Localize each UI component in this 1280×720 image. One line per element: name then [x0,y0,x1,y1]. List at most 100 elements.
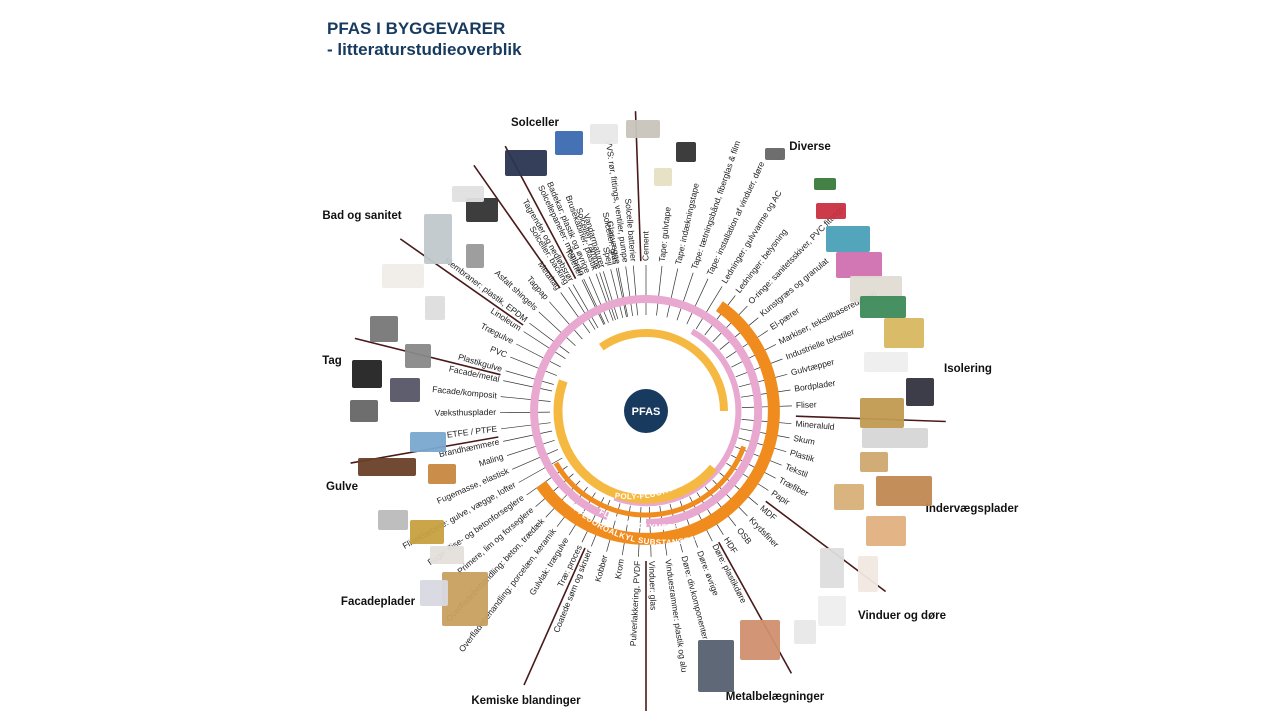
item-spoke [738,437,787,453]
item-label: Mineraluld [795,418,835,431]
material-thumbnail [698,640,734,692]
item-label: Spejl [601,246,615,267]
material-thumbnail [505,150,547,176]
item-spoke [506,439,555,456]
item-spoke [560,292,591,334]
material-thumbnail [814,178,836,190]
item-spoke [568,287,596,330]
item-spoke [666,268,679,318]
material-thumbnail [405,344,431,368]
material-thumbnail [862,428,928,448]
item-spoke [656,265,663,316]
material-thumbnail [860,398,904,428]
item-label: Væksthusplader [435,407,497,418]
category-label: Vinduer og døre [858,610,946,622]
item-label: Bordplader [794,378,837,394]
item-label: Krom [613,558,626,580]
material-thumbnail [424,214,452,264]
item-spoke [625,266,633,316]
category-label: Indervægsplader [926,503,1019,515]
ring-gold-arc [553,379,717,504]
item-spoke [505,370,554,385]
orange-ring [536,301,780,545]
material-thumbnail [466,244,484,268]
item-label: OSB [735,526,754,547]
category-label: Bad og sanitet [322,210,401,222]
item-spoke [735,358,783,378]
material-thumbnail [452,186,484,202]
item-spoke [695,286,723,330]
item-label: Pulverlakkering, PVDF [628,560,642,646]
item-spoke [719,317,759,350]
center-label: PFAS [632,406,661,418]
material-thumbnail [352,360,382,388]
ring-orange-arc [536,301,780,545]
item-label: Gulvtæpper [790,356,836,377]
material-thumbnail [466,198,498,222]
category-label: Solceller [511,117,559,129]
material-thumbnail [410,432,446,452]
item-spoke [529,322,570,354]
item-spoke [610,269,624,318]
category-label: Facadeplader [341,596,416,608]
material-thumbnail [858,556,878,592]
category-divider [399,238,524,326]
item-label: Maling [478,451,505,468]
item-label: Facade/komposit [432,384,498,400]
material-thumbnail [765,148,785,160]
category-divider [523,547,586,686]
item-spoke [602,271,619,320]
gold-ring [553,329,728,504]
item-spoke [510,356,557,376]
item-label: Vinduer: glas [647,561,659,611]
category-label: Tag [322,355,342,367]
item-spoke [615,268,627,318]
item-label: Skum [793,433,816,447]
material-thumbnail [425,296,445,320]
center-circle [624,389,668,433]
material-thumbnail [816,203,846,219]
item-label: Cement [640,231,650,261]
item-label: Plastik [789,447,817,464]
title-block: PFAS I BYGGEVARER - litteraturstudieover… [327,18,522,60]
material-thumbnail [676,142,696,162]
item-spoke [599,272,616,321]
item-label: Tekstil [784,461,810,479]
item-spoke [741,419,792,425]
material-thumbnails [350,120,934,692]
item-spoke [499,411,551,414]
category-labels: SolcellerDiverseIsoleringIndervægsplader… [322,117,1019,707]
item-spoke [686,278,709,325]
material-thumbnail [818,596,846,626]
item-spoke [740,389,791,398]
item-spoke [704,295,736,336]
item-spoke [516,343,561,368]
material-thumbnail [860,296,906,318]
material-thumbnail [442,572,488,626]
item-spoke [632,265,638,316]
category-label: Gulve [326,481,358,493]
material-thumbnail [884,318,924,348]
item-spoke [595,273,614,321]
item-spoke [676,272,694,321]
item-spoke [581,279,605,325]
material-thumbnail [420,580,448,606]
item-spoke [583,278,606,325]
material-thumbnail [626,120,660,138]
category-label: Metalbelægninger [726,691,825,703]
item-spoke [617,267,629,317]
material-thumbnail [555,131,583,155]
item-label: Tape: gulvtape [657,206,673,262]
item-spoke [741,405,792,408]
ring-pink-outer [530,295,763,527]
item-label: Kobber [593,554,610,583]
material-thumbnail [906,378,934,406]
material-thumbnail [826,226,870,252]
item-spoke [549,301,583,340]
page-subtitle: - litteraturstudieoverblik [327,40,522,59]
material-thumbnail [428,464,456,484]
material-thumbnail [654,168,672,186]
item-spoke [725,330,768,359]
item-label: MDF [758,503,779,523]
item-spoke [523,331,566,359]
